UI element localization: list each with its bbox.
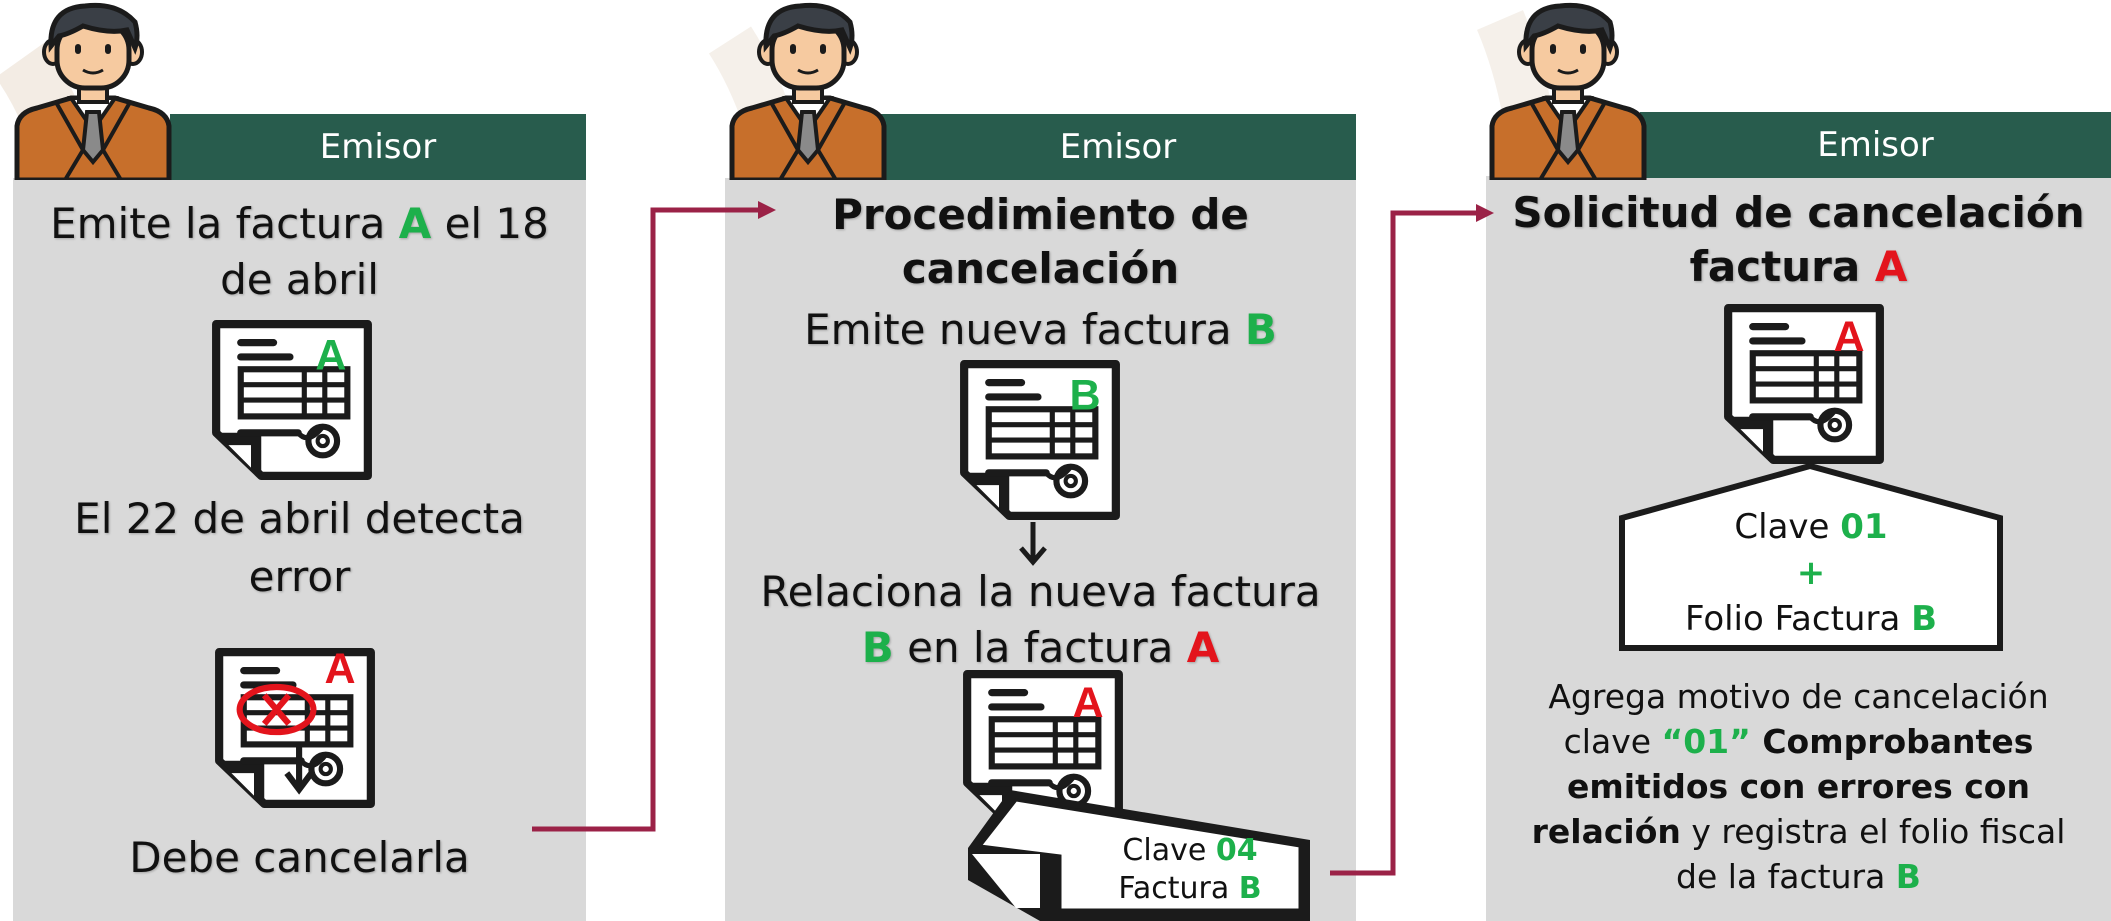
step1-description: Emite la factura A el 18 de abril	[13, 196, 586, 308]
callout-folio-letter: B	[1911, 599, 1938, 639]
step3-title-1: Solicitud de cancelación	[1512, 188, 2085, 237]
doc-letter: A	[1073, 679, 1104, 727]
invoice-letter-b: B	[861, 623, 894, 672]
tag-clave: Clave	[1122, 833, 1216, 868]
detect-line-1: El 22 de abril detecta	[74, 494, 525, 543]
emite-text: Emite nueva factura	[804, 305, 1245, 354]
invoice-document-icon: A	[1722, 302, 1886, 466]
house-callout-box	[1619, 462, 2003, 651]
relaciona-mid: en la factura	[893, 623, 1187, 672]
doc-letter: A	[325, 646, 356, 693]
invoice-document-icon: A	[210, 318, 374, 482]
invoice-error-icon: A	[213, 646, 377, 810]
desc-line-2a: clave	[1563, 722, 1662, 761]
emisor-header-3: Emisor	[1640, 112, 2111, 178]
doc-letter: A	[315, 331, 346, 379]
step3-description: Agrega motivo de cancelación clave “01” …	[1486, 674, 2111, 899]
callout-plus: +	[1796, 553, 1826, 593]
step2-title-1: Procedimiento de	[832, 190, 1249, 239]
user-avatar-icon	[1488, 0, 1648, 180]
step3-title: Solicitud de cancelación factura A	[1486, 186, 2111, 294]
tag-clave-number: 04	[1215, 833, 1258, 868]
emisor-header-1: Emisor	[170, 114, 586, 180]
relation-tag	[968, 790, 1310, 921]
step1-text-date: de abril	[220, 255, 379, 304]
relation-tag-text: Clave 04 Factura B	[1070, 832, 1310, 908]
invoice-letter-a: A	[1874, 242, 1908, 291]
callout-text: Clave 01 + Folio Factura B	[1618, 504, 2004, 642]
step1-text-a: Emite la factura	[50, 199, 399, 248]
step2-relaciona: Relaciona la nueva factura B en la factu…	[725, 564, 1356, 676]
doc-letter: A	[1834, 313, 1865, 361]
invoice-document-icon: B	[958, 358, 1122, 522]
doc-letter: B	[1070, 371, 1101, 419]
callout-clave-number: 01	[1840, 507, 1888, 547]
desc-letter-b: B	[1895, 857, 1921, 896]
step2-title: Procedimiento de cancelación	[725, 188, 1356, 296]
desc-clave-number: “01”	[1661, 722, 1751, 761]
callout-clave: Clave	[1734, 507, 1841, 547]
emisor-header-2: Emisor	[880, 114, 1356, 180]
desc-line-3: emitidos con errores con	[1567, 767, 2030, 806]
desc-line-4a: y registra el folio fiscal	[1680, 812, 2066, 851]
step2-title-2: cancelación	[901, 244, 1180, 293]
tag-factura: Factura	[1118, 871, 1239, 906]
user-avatar-icon	[13, 0, 173, 180]
desc-line-4b: relación	[1531, 812, 1681, 851]
step3-title-2: factura	[1689, 242, 1875, 291]
invoice-document-icon: A	[961, 668, 1125, 832]
invoice-letter-b: B	[1244, 305, 1277, 354]
step2-emite: Emite nueva factura B	[725, 302, 1356, 358]
relaciona-line-1: Relaciona la nueva factura	[760, 567, 1321, 616]
user-avatar-icon	[728, 0, 888, 180]
step1-text-b: el 18	[431, 199, 549, 248]
desc-line-2b: Comprobantes	[1750, 722, 2034, 761]
desc-line-1: Agrega motivo de cancelación	[1548, 677, 2049, 716]
desc-line-5: de la factura	[1676, 857, 1896, 896]
invoice-letter-a: A	[398, 199, 432, 248]
detect-line-2: error	[248, 552, 351, 601]
step1-footer: Debe cancelarla	[129, 833, 470, 882]
invoice-letter-a: A	[1186, 623, 1220, 672]
callout-folio: Folio Factura	[1684, 599, 1912, 639]
step1-detect-text: El 22 de abril detecta error	[13, 490, 586, 606]
tag-factura-letter: B	[1238, 871, 1262, 906]
down-arrow-icon	[1019, 522, 1047, 566]
